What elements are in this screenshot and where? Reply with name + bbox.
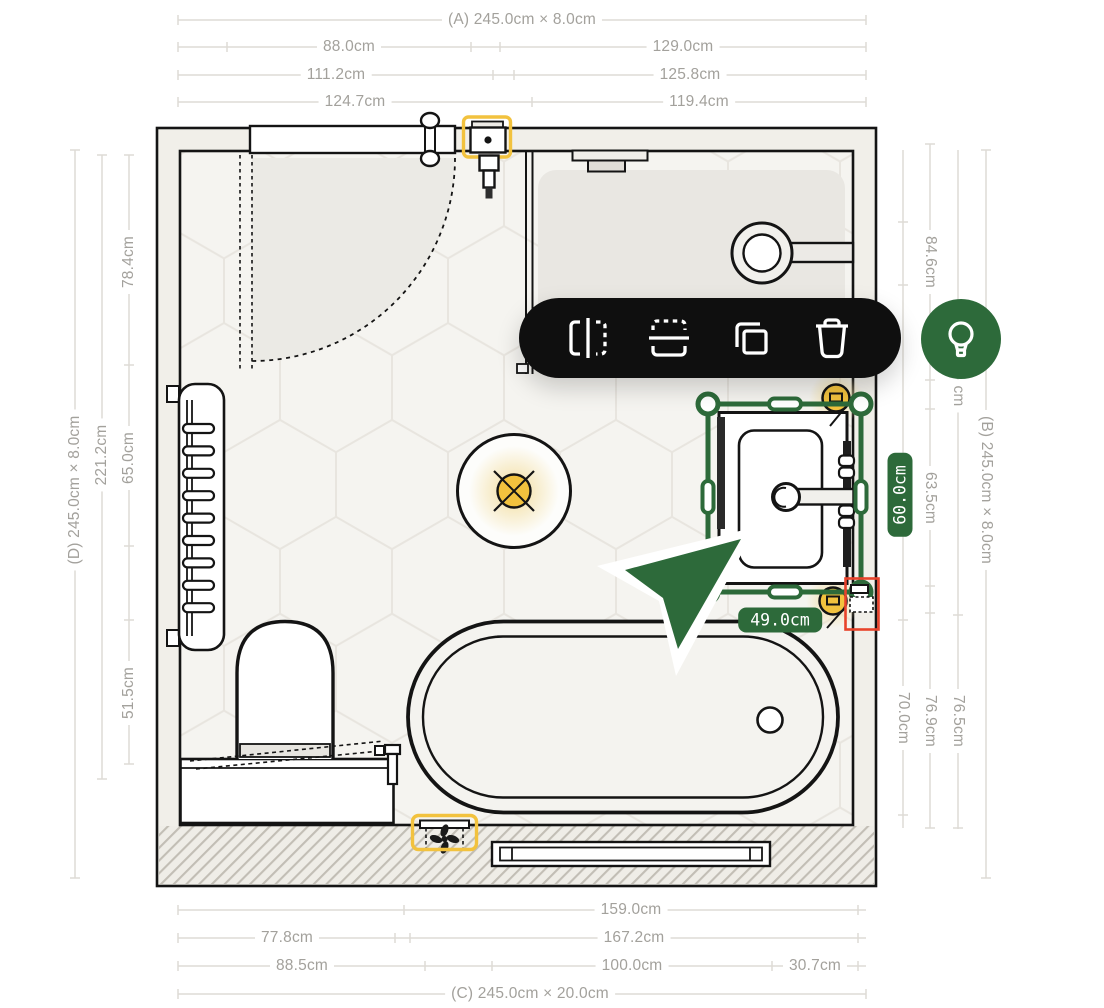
fan-icon (429, 824, 460, 854)
dim-label-partial: cm (949, 379, 967, 413)
trench-vent[interactable] (490, 840, 772, 868)
dim-label: 129.0cm (646, 38, 720, 56)
dim-label: 84.6cm (921, 229, 939, 295)
lightbulb-icon (948, 321, 974, 358)
handle-left[interactable] (700, 479, 716, 515)
dim-label: 51.5cm (120, 660, 138, 726)
fan-highlight-box (410, 813, 479, 852)
conflict-item[interactable] (844, 577, 880, 631)
dim-label: 70.0cm (894, 685, 912, 751)
door-leaf[interactable] (248, 124, 457, 155)
handle-bottom[interactable] (767, 584, 803, 600)
flip-vertical-button[interactable] (646, 315, 692, 361)
bathtub[interactable] (406, 619, 840, 815)
toilet[interactable] (179, 619, 395, 825)
dim-label: 63.5cm (921, 465, 939, 531)
flip-vertical-icon (649, 319, 690, 357)
extractor-fan[interactable] (410, 813, 479, 855)
dim-label: 30.7cm (782, 957, 848, 975)
wall-hook[interactable] (419, 111, 441, 168)
duplicate-icon (735, 322, 768, 355)
shower-valve (571, 149, 649, 162)
delete-button[interactable] (809, 315, 855, 361)
dim-label: 111.2cm (300, 66, 372, 84)
flip-horizontal-button[interactable] (565, 315, 611, 361)
wall-switch[interactable] (461, 115, 513, 199)
selection-distance-label: 49.0cm (738, 607, 822, 633)
handle-top-left[interactable] (695, 391, 721, 417)
selection-toolbar (519, 298, 901, 378)
conflict-highlight-box (844, 577, 880, 631)
tub-filler[interactable] (383, 743, 402, 786)
dim-label: 76.5cm (949, 688, 967, 754)
dim-label: 221.2cm (93, 418, 111, 492)
handle-bottom-left[interactable] (695, 579, 721, 605)
dim-label: 88.0cm (316, 38, 382, 56)
duplicate-button[interactable] (728, 315, 774, 361)
dim-label: 159.0cm (594, 901, 668, 919)
shower-arm (787, 241, 855, 264)
dim-label: 167.2cm (597, 929, 671, 947)
selection-frame[interactable] (695, 391, 874, 605)
trash-icon (816, 318, 849, 359)
handle-top[interactable] (767, 396, 803, 412)
dim-wall-d: (D) 245.0cm × 8.0cm (66, 409, 84, 571)
dim-label: 119.4cm (663, 93, 735, 111)
dim-wall-b: (B) 245.0cm × 8.0cm (977, 409, 995, 571)
dim-label: 125.8cm (653, 66, 727, 84)
handle-right[interactable] (853, 479, 869, 515)
hint-button[interactable] (921, 299, 1001, 379)
dim-wall-c: (C) 245.0cm × 20.0cm (445, 985, 615, 1003)
dim-label: 76.9cm (921, 688, 939, 754)
flip-horizontal-icon (569, 318, 607, 358)
dim-label: 100.0cm (595, 957, 669, 975)
faucet (771, 482, 801, 512)
ceiling-light[interactable] (456, 433, 572, 549)
dim-label: 124.7cm (318, 93, 392, 111)
drain (756, 706, 784, 734)
handle-top-right[interactable] (848, 391, 874, 417)
dim-wall-a: (A) 245.0cm × 8.0cm (441, 11, 603, 29)
selection-width-label: 60.0cm (887, 453, 913, 537)
towel-radiator[interactable] (166, 382, 226, 652)
dim-label: 65.0cm (120, 425, 138, 491)
dim-label: 88.5cm (269, 957, 335, 975)
towel-hooks (837, 454, 856, 530)
door[interactable] (239, 124, 457, 372)
dim-label: 78.4cm (120, 229, 138, 295)
dim-label: 77.8cm (254, 929, 320, 947)
